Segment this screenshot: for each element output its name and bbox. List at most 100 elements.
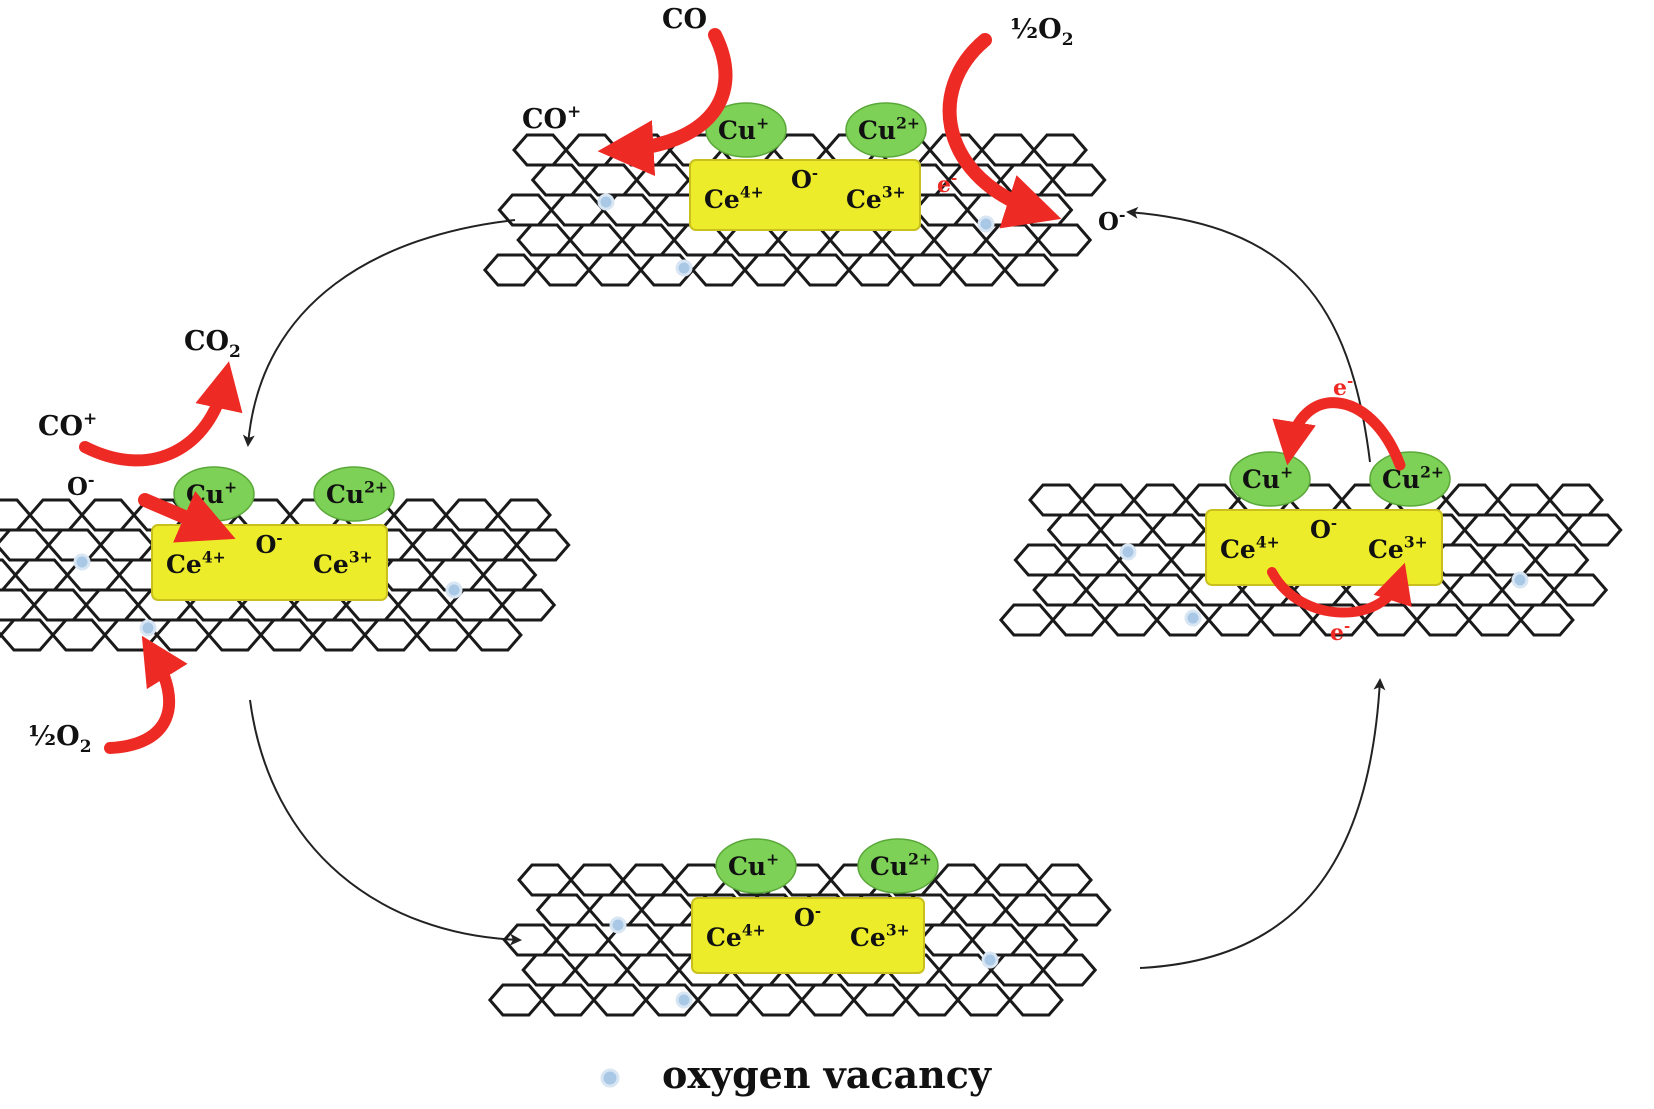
lattice-hexagon — [933, 863, 989, 897]
co2-release-arrow — [79, 361, 243, 467]
lattice-hexagon — [466, 618, 523, 652]
lattice-hexagon — [517, 863, 573, 897]
lattice-hexagon — [0, 588, 37, 622]
vacancy-dot-icon — [609, 916, 627, 934]
vacancy-dot-icon — [1511, 571, 1529, 589]
cycle-arrow-top-to-left — [242, 219, 516, 447]
lattice-hexagon — [984, 223, 1041, 257]
lattice-hexagon — [591, 983, 648, 1017]
ce3-label: Ce3+ — [1368, 533, 1428, 565]
vacancy-dot-icon — [675, 991, 693, 1009]
lattice-hexagon — [1444, 483, 1500, 517]
ce3-label: Ce3+ — [846, 183, 906, 215]
lattice-hexagon — [310, 618, 367, 652]
lattice-hexagon — [1466, 603, 1523, 637]
lattice-hexagon — [1098, 513, 1155, 547]
lattice-hexagon — [154, 618, 211, 652]
lattice-hexagon — [46, 528, 103, 562]
o-minus-transfer-arrow — [138, 491, 236, 543]
lattice-hexagon — [487, 983, 544, 1017]
lattice-hexagon — [1007, 983, 1064, 1017]
lattice-hexagon — [621, 863, 677, 897]
cycle-arrow-left-to-bottom — [249, 699, 522, 946]
lattice-hexagon — [918, 923, 975, 957]
vacancy-dot-icon — [675, 259, 693, 277]
lattice-hexagon — [1036, 223, 1093, 257]
vacancy-dot-icon — [1119, 543, 1137, 561]
lattice-hexagon — [481, 558, 538, 592]
lattice-hexagon — [1514, 513, 1571, 547]
lattice-hexagon — [1136, 573, 1193, 607]
o-minus-label: O- — [1310, 514, 1337, 544]
cu-2plus-particle: Cu2+ — [845, 102, 927, 158]
cycle-arrows — [242, 206, 1386, 969]
lattice-hexagon — [410, 528, 467, 562]
lattice-hexagon — [0, 498, 32, 532]
lattice-hexagon — [392, 498, 448, 532]
cu-electron-transfer-arrow — [1272, 397, 1406, 471]
vacancy-dot-icon — [1184, 609, 1202, 627]
electron-label-right-upper: e- — [1333, 372, 1353, 401]
gas-labels: CO CO+ ½O2 O- CO2 CO+ O- ½O2 — [28, 4, 1126, 757]
o-minus-label: O- — [794, 902, 821, 932]
lattice-hexagon — [514, 528, 571, 562]
ceria-block — [691, 897, 925, 974]
lattice-hexagon — [799, 983, 856, 1017]
lattice-hexagon — [462, 528, 519, 562]
lattice-hexagon — [98, 528, 155, 562]
lattice-hexagon — [1046, 513, 1103, 547]
half-o2-label-top: ½O2 — [1010, 14, 1074, 50]
lattice-hexagon — [1548, 483, 1604, 517]
lattice-hexagon — [1050, 163, 1107, 197]
lattice-hexagon — [980, 133, 1036, 167]
o-minus-label-left: O- — [67, 470, 95, 501]
lattice-hexagon — [851, 983, 908, 1017]
lattice-hexagon — [32, 588, 89, 622]
lattice-hexagon — [1003, 893, 1060, 927]
lattice-hexagon — [564, 133, 620, 167]
o-minus-label: O- — [256, 529, 283, 559]
lattice-hexagon — [1028, 483, 1084, 517]
electron-label-right-lower: e- — [1330, 617, 1350, 646]
cycle-arrow-bottom-to-right — [1139, 678, 1386, 969]
vacancy-dot-icon — [597, 193, 615, 211]
catalyst-panel-bottom: Ce4+O-Ce3+Cu+Cu2+ — [487, 838, 1112, 1017]
lattice-hexagon — [534, 253, 591, 287]
half-o2-label-left: ½O2 — [28, 721, 92, 757]
ce4-label: Ce4+ — [706, 921, 766, 953]
lattice-hexagon — [549, 193, 606, 227]
lattice-hexagon — [530, 163, 587, 197]
lattice-hexagon — [1055, 893, 1112, 927]
lattice-hexagon — [1022, 923, 1079, 957]
lattice-hexagon — [1032, 573, 1089, 607]
lattice-hexagon — [1414, 603, 1471, 637]
cu-2plus-particle-label: Cu2+ — [870, 850, 932, 882]
lattice-hexagon — [1552, 573, 1609, 607]
ce-electron-transfer-arrow — [1267, 562, 1412, 618]
lattice-hexagon — [569, 863, 625, 897]
catalyst-panel-right: Ce4+O-Ce3+Cu+Cu2+ — [998, 451, 1623, 637]
co-label: CO — [662, 4, 707, 35]
lattice-hexagon — [1084, 573, 1141, 607]
lattice-hexagon — [955, 983, 1012, 1017]
lattice-hexagon — [620, 223, 677, 257]
lattice-hexagon — [1448, 573, 1505, 607]
cu-2plus-particle-label: Cu2+ — [858, 114, 920, 146]
lattice-hexagon — [500, 588, 557, 622]
lattice-hexagon — [690, 253, 747, 287]
lattice-hexagon — [1037, 863, 1093, 897]
cu-2plus-particle: Cu2+ — [1369, 451, 1451, 507]
lattice-hexagon — [985, 863, 1041, 897]
cu-plus-particle-label: Cu+ — [1242, 463, 1293, 495]
lattice-hexagon — [970, 923, 1027, 957]
lattice-hexagon — [0, 528, 51, 562]
cu-plus-particle-label: Cu+ — [718, 114, 769, 146]
co-plus-label-top: CO+ — [522, 102, 581, 135]
ceria-block — [689, 159, 921, 231]
lattice-hexagon — [695, 983, 752, 1017]
lattice-hexagon — [1065, 543, 1122, 577]
lattice-hexagon — [1496, 483, 1552, 517]
lattice-hexagon — [362, 618, 419, 652]
lattice-hexagon — [568, 223, 625, 257]
ce4-label: Ce4+ — [166, 548, 226, 580]
